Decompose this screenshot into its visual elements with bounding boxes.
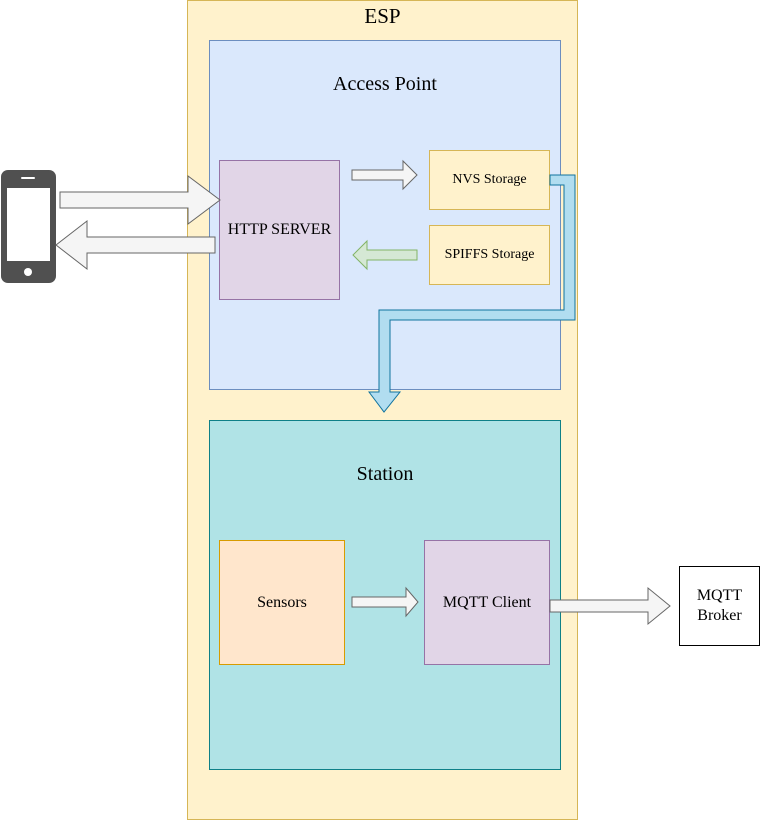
sensors-label: Sensors bbox=[257, 593, 307, 611]
mqtt-broker-label-line2: Broker bbox=[697, 607, 742, 624]
nvs-storage-label: NVS Storage bbox=[452, 172, 527, 187]
mqtt-broker-label-line1: MQTT bbox=[696, 587, 743, 604]
arrow-phone-to-http bbox=[59, 175, 221, 225]
spiffs-storage-box: SPIFFS Storage bbox=[429, 225, 550, 285]
mqtt-client-label: MQTT Client bbox=[442, 593, 532, 611]
station-title: Station bbox=[356, 463, 414, 485]
arrow-spiffs-to-http bbox=[352, 239, 418, 271]
http-server-label: HTTP SERVER bbox=[227, 221, 332, 238]
spiffs-storage-label: SPIFFS Storage bbox=[444, 247, 535, 262]
arrow-nvs-to-station bbox=[368, 174, 576, 413]
arrow-sensors-to-mqtt-client bbox=[351, 586, 419, 618]
access-point-title: Access Point bbox=[333, 73, 437, 95]
sensors-box: Sensors bbox=[219, 540, 345, 665]
esp-title: ESP bbox=[364, 4, 401, 28]
arrow-http-to-phone bbox=[55, 219, 216, 271]
arrow-mqtt-client-to-broker bbox=[549, 586, 671, 626]
mqtt-broker-box: MQTT Broker bbox=[679, 566, 760, 646]
http-server-box: HTTP SERVER bbox=[219, 160, 340, 300]
arrow-http-to-nvs bbox=[351, 159, 418, 191]
smartphone-icon bbox=[1, 170, 56, 283]
